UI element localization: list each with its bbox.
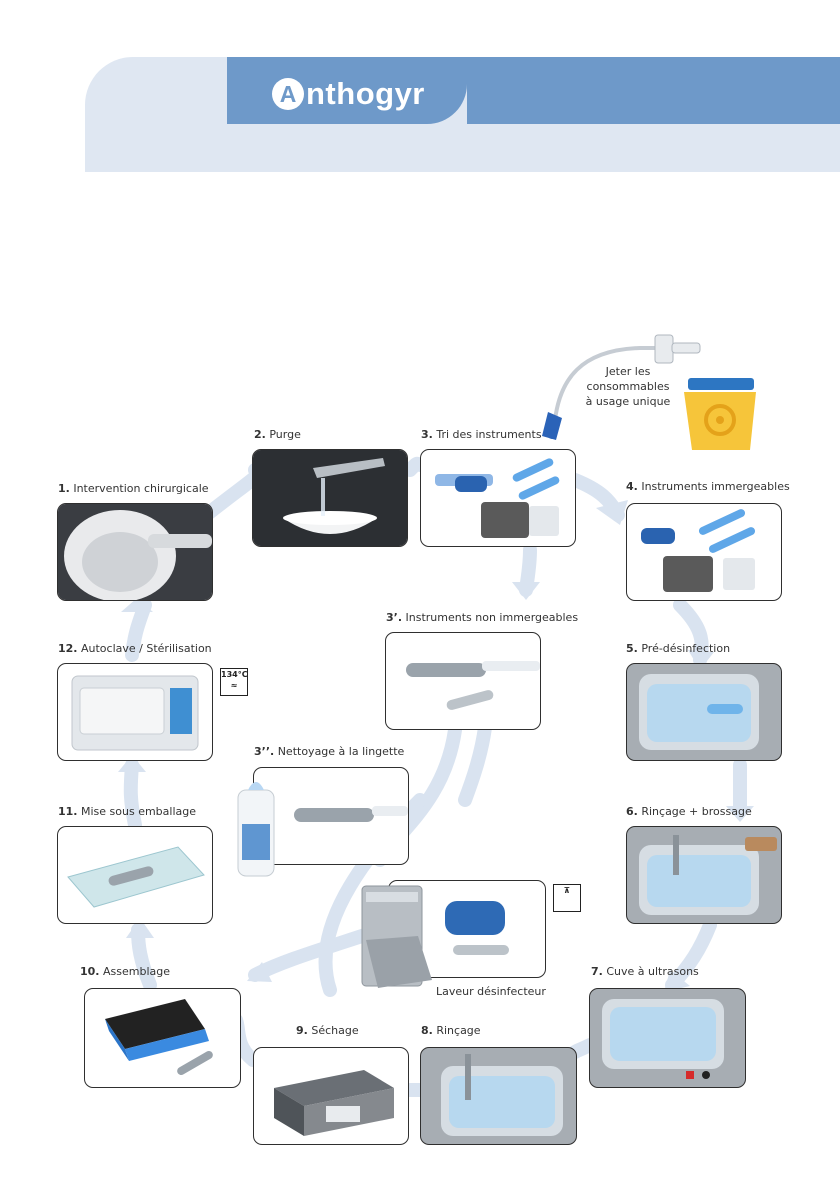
step-4-label: 4. Instruments immergeables (626, 480, 790, 493)
step-6-photo (626, 826, 782, 924)
step-text: Intervention chirurgicale (73, 482, 209, 495)
ultrasonic-tank-image (602, 999, 724, 1079)
predisinfection-tank-image (639, 674, 759, 750)
step-10-label: 10. Assemblage (80, 965, 170, 978)
logo-wordmark: nthogyr (306, 76, 425, 111)
header-logo-tab (227, 57, 467, 124)
step-number: 3’’. (254, 745, 275, 758)
step-text: Tri des instruments (436, 428, 542, 441)
step-2-label: 2. Purge (254, 428, 301, 441)
step-11-label: 11. Mise sous emballage (58, 805, 196, 818)
step-3double-label: 3’’. Nettoyage à la lingette (254, 745, 404, 758)
step-3double-photo (253, 767, 409, 865)
step-text: Rinçage + brossage (641, 805, 752, 818)
step-5-label: 5. Pré-désinfection (626, 642, 730, 655)
step-number: 11. (58, 805, 78, 818)
step-text: Instruments non immergeables (405, 611, 579, 624)
step-5-photo (626, 663, 782, 761)
step-number: 6. (626, 805, 638, 818)
badge-temperature: 134°C (221, 670, 248, 679)
step-4-photo (626, 503, 782, 601)
step-3prime-label: 3’. Instruments non immergeables (386, 611, 578, 624)
anthogyr-logo: A nthogyr (272, 74, 425, 114)
step-text: Pré-désinfection (641, 642, 731, 655)
step-text: Autoclave / Stérilisation (81, 642, 212, 655)
assembly-image (105, 999, 213, 1075)
step-number: 9. (296, 1024, 308, 1037)
washer-label: Laveur désinfecteur (436, 985, 546, 998)
step-7-label: 7. Cuve à ultrasons (591, 965, 699, 978)
step-number: 8. (421, 1024, 433, 1037)
header-bar (467, 57, 840, 124)
step-9-label: 9. Séchage (296, 1024, 359, 1037)
step-2-photo (252, 449, 408, 547)
step-text: Cuve à ultrasons (606, 965, 699, 978)
step-text: Purge (269, 428, 301, 441)
step-number: 10. (80, 965, 100, 978)
autoclave-image (71, 675, 199, 751)
step-number: 3’. (386, 611, 403, 624)
immersible-instruments-image (641, 509, 756, 592)
step-number: 12. (58, 642, 78, 655)
step-1-label: 1. Intervention chirurgicale (58, 482, 209, 495)
step-8-photo (420, 1047, 577, 1145)
step-7-photo (589, 988, 746, 1088)
waste-note-line: à usage unique (585, 395, 671, 408)
temperature-134c-badge: 134°C≈ (220, 668, 248, 696)
step-text: Assemblage (103, 965, 170, 978)
step-6-label: 6. Rinçage + brossage (626, 805, 752, 818)
biohazard-container-icon (684, 378, 756, 450)
washer-symbol-badge: ⊼ (553, 884, 581, 912)
waste-note: Jeter les consommables à usage unique (583, 364, 673, 409)
step-text: Séchage (311, 1024, 359, 1037)
rinse-brush-image (639, 835, 777, 915)
step-9-photo (253, 1047, 409, 1145)
step-number: 2. (254, 428, 266, 441)
waste-note-line: Jeter les (605, 365, 651, 378)
waste-note-line: consommables (586, 380, 670, 393)
sorted-instruments-image (435, 458, 560, 538)
wipe-cleaning-image (294, 806, 408, 822)
washer-instruments-image (445, 901, 509, 955)
wipe-canister-icon (237, 782, 275, 877)
step-text: Nettoyage à la lingette (277, 745, 405, 758)
step-text: Mise sous emballage (81, 805, 197, 818)
step-12-photo (57, 663, 213, 761)
step-text: Rinçage (436, 1024, 481, 1037)
surgery-mouth-image (58, 504, 212, 600)
step-3-photo (420, 449, 576, 547)
step-12-label: 12. Autoclave / Stérilisation (58, 642, 212, 655)
step-text: Instruments immergeables (641, 480, 790, 493)
step-number: 5. (626, 642, 638, 655)
step-number: 7. (591, 965, 603, 978)
step-1-photo (57, 503, 213, 601)
non-immersible-handpiece-image (406, 661, 540, 710)
step-number: 4. (626, 480, 638, 493)
washer-disinfector-icon (361, 885, 432, 988)
step-10-photo (84, 988, 241, 1088)
step-3prime-photo (385, 632, 541, 730)
step-number: 3. (421, 428, 433, 441)
rinse-tank-image (441, 1054, 563, 1136)
step-3-label: 3. Tri des instruments (421, 428, 542, 441)
logo-mark: A (272, 78, 304, 110)
sterilization-pouch-image (67, 846, 205, 908)
drying-cabinet-image (274, 1070, 394, 1136)
step-11-photo (57, 826, 213, 924)
purge-bowl-image (253, 450, 407, 546)
step-number: 1. (58, 482, 70, 495)
step-8-label: 8. Rinçage (421, 1024, 481, 1037)
